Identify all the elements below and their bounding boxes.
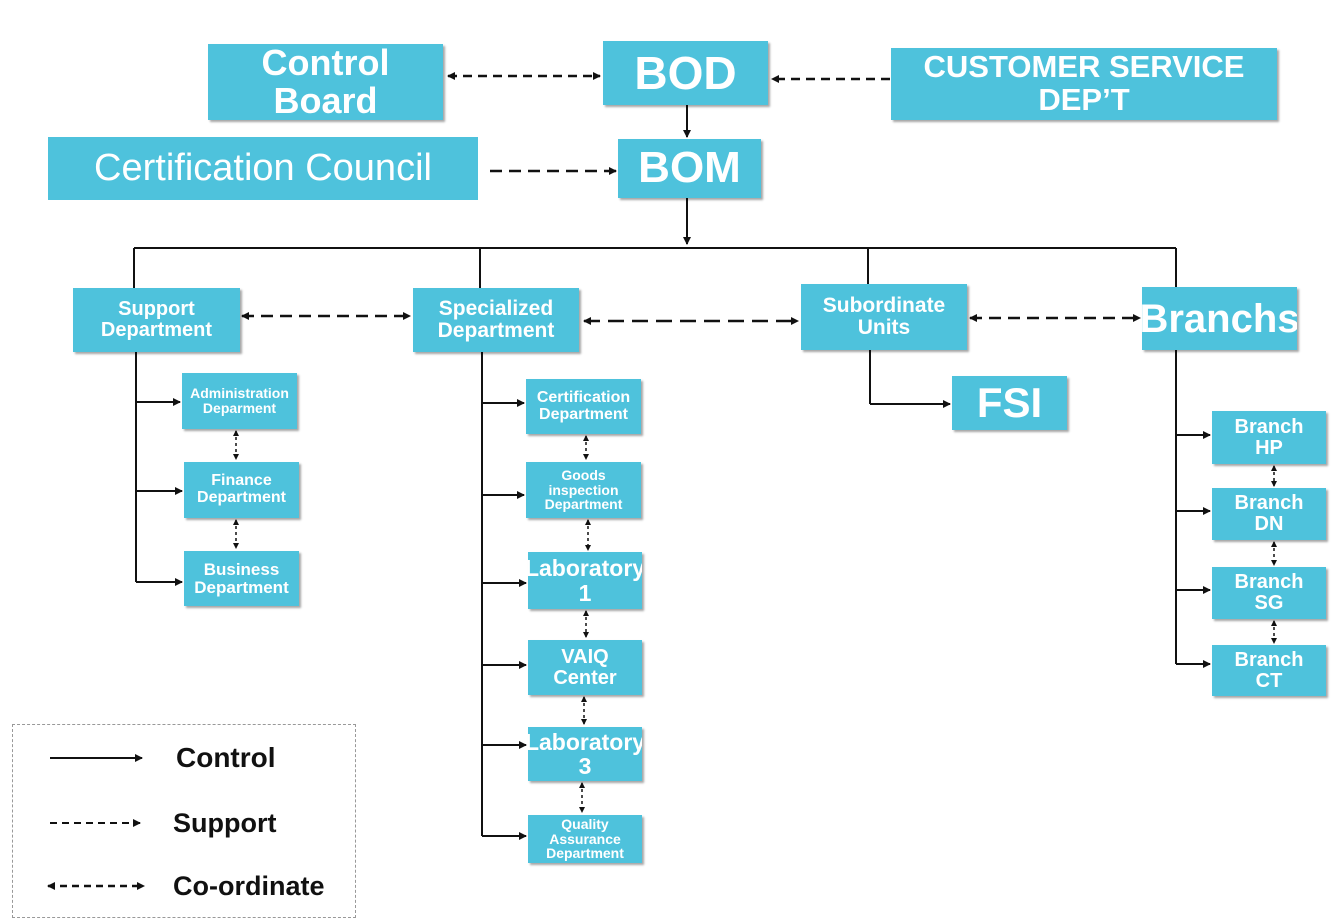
vaiq-center-box: VAIQ Center xyxy=(528,640,642,695)
fsi-box: FSI xyxy=(952,376,1067,430)
finance-department-box: Finance Department xyxy=(184,462,299,518)
bod-box: BOD xyxy=(603,41,768,105)
legend-coordinate-label: Co-ordinate xyxy=(173,871,325,901)
specialized-department-box: Specialized Department xyxy=(413,288,579,352)
support-department-box: Support Department xyxy=(73,288,240,352)
branch-ct-box: Branch CT xyxy=(1212,645,1326,696)
legend-support-label: Support xyxy=(173,808,277,838)
branchs-box: Branchs xyxy=(1142,287,1297,350)
administration-department-box: Administration Deparment xyxy=(182,373,297,429)
laboratory-3-box: Laboratory 3 xyxy=(528,727,642,781)
laboratory-1-box: Laboratory 1 xyxy=(528,552,642,609)
certification-department-box: Certification Department xyxy=(526,379,641,434)
customer-service-box: CUSTOMER SERVICE DEP’T xyxy=(891,48,1277,120)
quality-assurance-department-box: Quality Assurance Department xyxy=(528,815,642,863)
goods-inspection-department-box: Goods inspection Department xyxy=(526,462,641,518)
legend-control-label: Control xyxy=(176,742,276,773)
business-department-box: Business Department xyxy=(184,551,299,606)
certification-council-box: Certification Council xyxy=(48,137,478,200)
subordinate-units-box: Subordinate Units xyxy=(801,284,967,350)
branch-dn-box: Branch DN xyxy=(1212,488,1326,540)
control-board-box: Control Board xyxy=(208,44,443,120)
branch-hp-box: Branch HP xyxy=(1212,411,1326,464)
bom-box: BOM xyxy=(618,139,761,198)
branch-sg-box: Branch SG xyxy=(1212,567,1326,619)
legend xyxy=(12,724,356,918)
